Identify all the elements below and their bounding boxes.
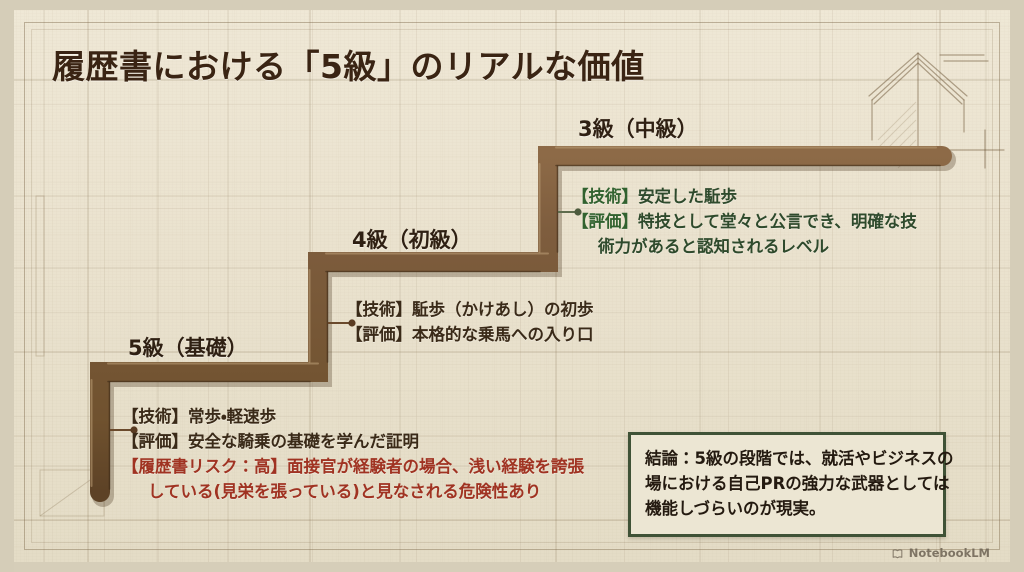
- evaluation-tag-text: 本格的な乗馬への入り口: [412, 325, 594, 345]
- annotation-grade5-evaluation: 【評価】安全な騎乗の基礎を学んだ証明: [122, 429, 584, 454]
- tier-label-grade5: 5級（基礎）: [128, 336, 248, 360]
- skill-tag-label: 【技術】: [346, 300, 412, 319]
- risk-tag-label: 【履歴書リスク：高】: [122, 457, 287, 477]
- skill-tag-text: 安定した駈歩: [638, 187, 737, 206]
- conclusion-line-1: 結論：5級の段階では、就活やビジネスの: [645, 449, 954, 468]
- conclusion-box: 結論：5級の段階では、就活やビジネスの 場における自己PRの強力な武器としては …: [628, 432, 954, 538]
- conclusion-line-2: 場における自己PRの強力な武器としては: [645, 473, 950, 493]
- annotation-grade5-risk-cont: している(見栄を張っている)と見なされる危険性あり: [148, 482, 542, 502]
- annotation-grade5-risk: 【履歴書リスク：高】面接官が経験者の場合、浅い経験を誇張: [122, 454, 584, 479]
- page-title: 履歴書における「5級」のリアルな価値: [52, 47, 645, 86]
- skill-tag-text: 常歩・軽速歩: [188, 407, 277, 426]
- skill-tag-label: 【技術】: [122, 407, 188, 426]
- conclusion-line-3: 機能しづらいのが現実。: [645, 498, 826, 518]
- annotation-grade4-evaluation: 【評価】本格的な乗馬への入り口: [346, 322, 594, 347]
- risk-tag-text: 面接官が経験者の場合、浅い経験を誇張: [287, 457, 584, 477]
- tier-label-grade4: 4級（初級）: [352, 228, 472, 252]
- evaluation-tag-label: 【評価】: [122, 432, 188, 452]
- house-sketch-icon: [868, 52, 1005, 169]
- evaluation-tag-text: 安全な騎乗の基礎を学んだ証明: [188, 432, 419, 452]
- evaluation-tag-label: 【評価】: [346, 325, 412, 345]
- annotation-grade4: 【技術】駈歩（かけあし）の初歩 【評価】本格的な乗馬への入り口: [346, 297, 594, 347]
- watermark-label: NotebookLM: [908, 546, 990, 560]
- evaluation-tag-label: 【評価】: [572, 212, 638, 232]
- hatch-pattern: [877, 101, 917, 169]
- skill-tag-label: 【技術】: [572, 187, 638, 206]
- annotation-grade4-skill: 【技術】駈歩（かけあし）の初歩: [346, 297, 594, 322]
- notebooklm-watermark: NotebookLM: [891, 546, 990, 560]
- notebooklm-logo-icon: [892, 548, 903, 558]
- annotation-grade3-evaluation: 【評価】特技として堂々と公言でき、明確な技: [572, 209, 917, 234]
- evaluation-tag-text: 特技として堂々と公言でき、明確な技: [638, 212, 917, 232]
- annotation-grade5: 【技術】常歩・軽速歩 【評価】安全な騎乗の基礎を学んだ証明 【履歴書リスク：高】…: [122, 404, 584, 504]
- tier-label-grade3: 3級（中級）: [578, 117, 698, 141]
- annotation-grade3: 【技術】安定した駈歩 【評価】特技として堂々と公言でき、明確な技 術力があると認…: [572, 184, 917, 259]
- annotation-grade3-skill: 【技術】安定した駈歩: [572, 184, 917, 209]
- annotation-grade5-skill: 【技術】常歩・軽速歩: [122, 404, 584, 429]
- annotation-grade3-evaluation-cont: 術力があると認知されるレベル: [598, 237, 829, 257]
- skill-tag-text: 駈歩（かけあし）の初歩: [412, 300, 594, 319]
